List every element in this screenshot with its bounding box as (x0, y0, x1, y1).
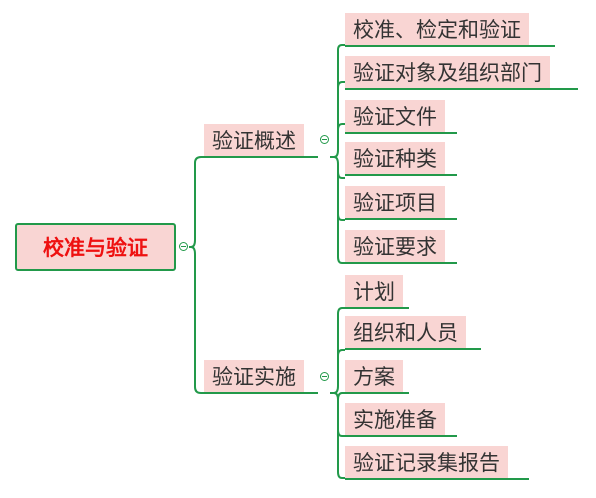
root-topic-label: 校准与验证 (43, 236, 148, 260)
subtopic-label: 校准、检定和验证 (353, 18, 521, 42)
root-topic[interactable]: 校准与验证 (15, 223, 176, 271)
subtopic[interactable]: 方案 (345, 360, 403, 394)
branch-topic-label: 验证实施 (212, 365, 296, 389)
subtopic[interactable]: 验证种类 (345, 142, 445, 176)
topic-underline (345, 88, 578, 90)
subtopic-label: 验证对象及组织部门 (353, 61, 542, 85)
subtopic-label: 方案 (353, 365, 395, 389)
collapse-icon[interactable] (179, 242, 188, 251)
collapse-icon[interactable] (320, 135, 329, 144)
topic-underline (345, 478, 529, 480)
topic-underline (345, 307, 409, 309)
subtopic[interactable]: 计划 (345, 275, 403, 309)
topic-underline (345, 45, 555, 47)
topic-underline (345, 435, 457, 437)
subtopic[interactable]: 验证对象及组织部门 (345, 56, 550, 90)
topic-underline (345, 218, 457, 220)
topic-underline (345, 348, 481, 350)
subtopic-label: 验证要求 (353, 235, 437, 259)
subtopic-label: 组织和人员 (353, 321, 458, 345)
topic-underline (345, 392, 409, 394)
subtopic-label: 验证项目 (353, 191, 437, 215)
subtopic[interactable]: 校准、检定和验证 (345, 13, 529, 47)
subtopic[interactable]: 验证要求 (345, 230, 445, 264)
subtopic[interactable]: 组织和人员 (345, 316, 466, 350)
subtopic[interactable]: 验证项目 (345, 186, 445, 220)
subtopic[interactable]: 验证文件 (345, 100, 445, 134)
subtopic[interactable]: 实施准备 (345, 403, 445, 437)
collapse-icon[interactable] (320, 372, 329, 381)
topic-underline (345, 262, 457, 264)
branch-topic[interactable]: 验证概述 (204, 124, 304, 158)
topic-underline (345, 132, 457, 134)
topic-underline (204, 156, 318, 158)
branch-topic[interactable]: 验证实施 (204, 360, 304, 394)
subtopic[interactable]: 验证记录集报告 (345, 446, 508, 480)
subtopic-label: 验证记录集报告 (353, 451, 500, 475)
subtopic-label: 计划 (353, 280, 395, 304)
subtopic-label: 验证种类 (353, 147, 437, 171)
topic-underline (204, 392, 318, 394)
topic-underline (345, 174, 457, 176)
subtopic-label: 实施准备 (353, 408, 437, 432)
subtopic-label: 验证文件 (353, 105, 437, 129)
branch-topic-label: 验证概述 (212, 129, 296, 153)
